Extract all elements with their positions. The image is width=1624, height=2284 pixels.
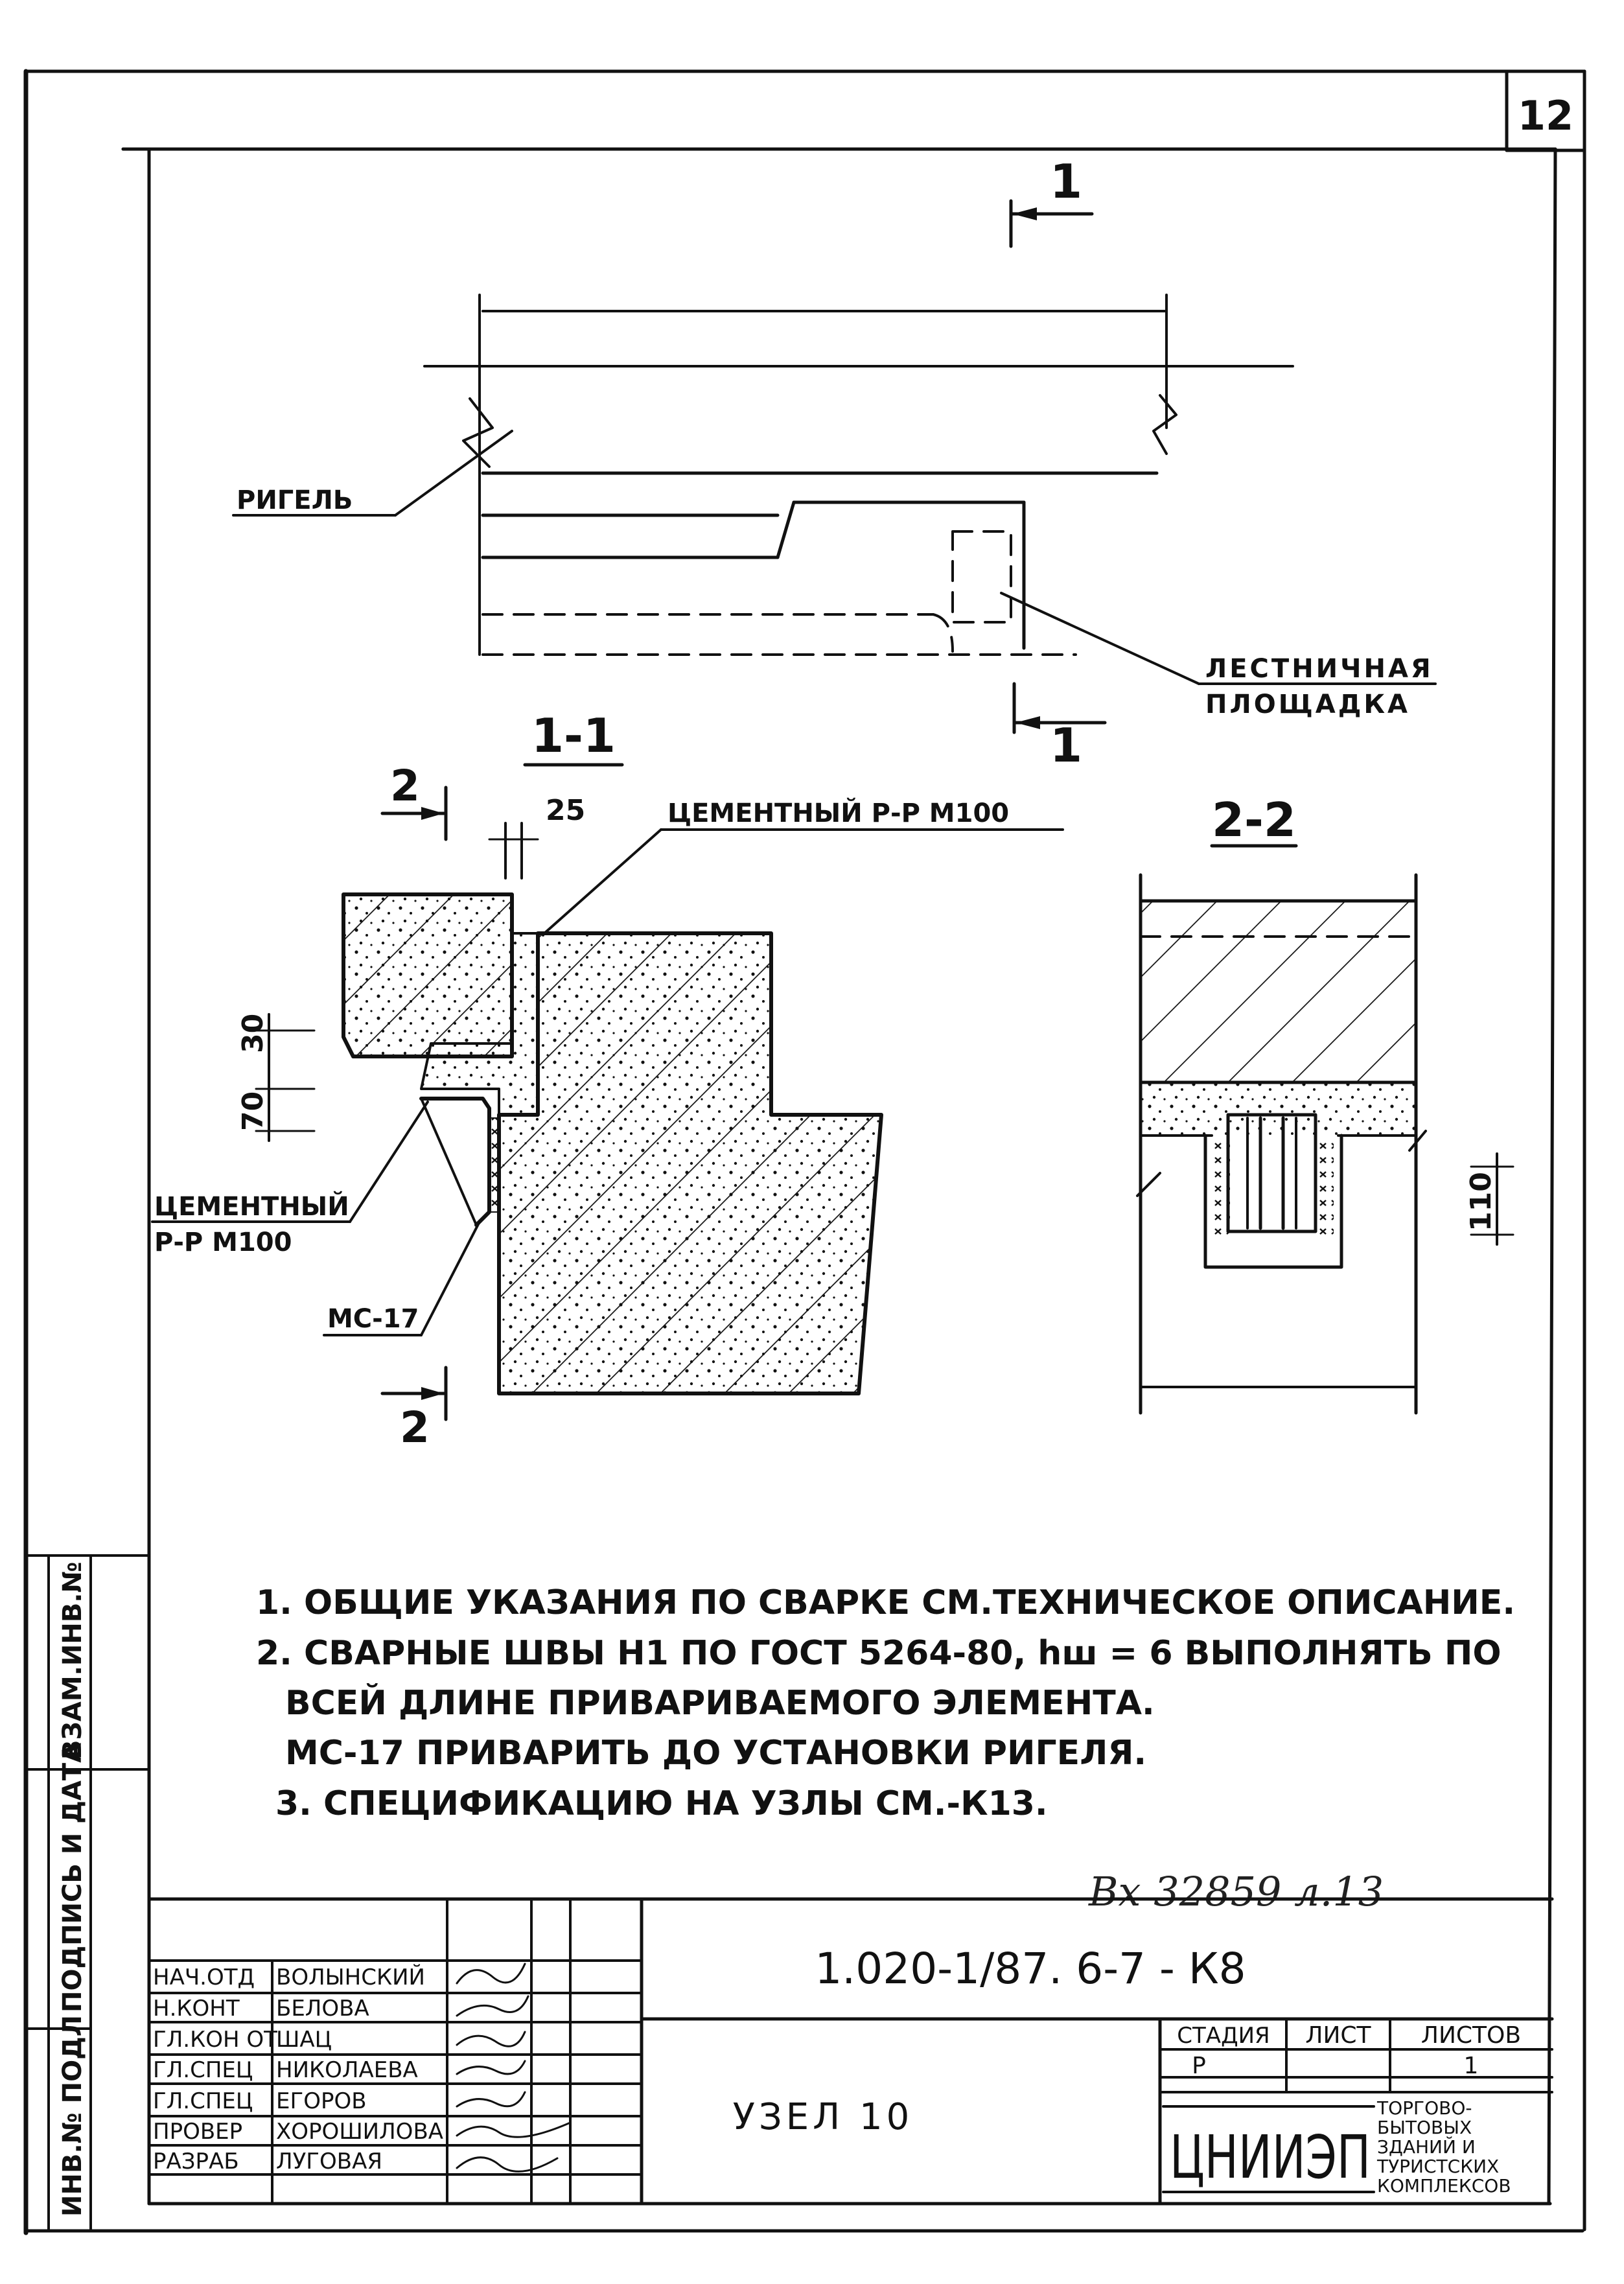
- label-mortar-left-line1: ЦЕМЕНТНЫЙ: [154, 1191, 349, 1222]
- sheets-header: ЛИСТОВ: [1421, 2022, 1521, 2049]
- label-landing-line1: ЛЕСТНИЧНАЯ: [1205, 654, 1433, 684]
- left-margin-stamp: [25, 1554, 150, 2231]
- role-5: ПРОВЕР: [153, 2119, 242, 2145]
- org-desc-1: ТОРГОВО-: [1376, 2097, 1472, 2119]
- dim-70: 70: [237, 1091, 270, 1131]
- cut-mark-2-top: 2: [390, 761, 420, 811]
- org-logo: ЦНИИЭП: [1170, 2123, 1371, 2192]
- plan-view: [232, 199, 1437, 734]
- note-2-mc17: МС-17 ПРИВАРИТЬ ДО УСТАНОВКИ РИГЕЛЯ.: [285, 1734, 1146, 1773]
- role-6-name: ЛУГОВАЯ: [276, 2149, 382, 2174]
- sheet-header: ЛИСТ: [1305, 2022, 1371, 2049]
- label-mc17: МС-17: [327, 1304, 419, 1334]
- sheet-frame: [23, 69, 1586, 2235]
- role-4-name: ЕГОРОВ: [276, 2088, 367, 2114]
- note-2: 2. СВАРНЫЕ ШВЫ Н1 ПО ГОСТ 5264-80, hш = …: [256, 1634, 1502, 1673]
- plan-section-mark-bottom: 1: [1050, 718, 1082, 773]
- stamp-inv-original: ИНВ.№ ПОДЛ: [58, 2015, 87, 2217]
- cut-mark-2-bottom: 2: [400, 1403, 430, 1452]
- section-2-2: [1136, 844, 1514, 1415]
- role-5-name: ХОРОШИЛОВА: [276, 2119, 443, 2145]
- label-rigel: РИГЕЛЬ: [237, 485, 353, 515]
- section-2-2-title: 2-2: [1212, 793, 1296, 847]
- stamp-replaced-inv: ВЗАМ.ИНВ.№: [58, 1561, 87, 1760]
- org-desc-4: ТУРИСТСКИХ: [1376, 2156, 1499, 2177]
- stamp-signature-date: ПОДПИСЬ И ДАТА: [58, 1743, 87, 2012]
- org-desc-5: КОМПЛЕКСОВ: [1377, 2175, 1511, 2197]
- sheet-value: 1: [1464, 2053, 1479, 2079]
- role-3-name: НИКОЛАЕВА: [276, 2057, 418, 2083]
- section-1-1: [151, 763, 1064, 1421]
- title-block: [147, 1897, 1554, 2206]
- label-mortar-top: ЦЕМЕНТНЫЙ Р-Р М100: [667, 797, 1009, 828]
- section-1-1-title: 1-1: [531, 708, 616, 763]
- plan-section-mark-top: 1: [1050, 154, 1082, 209]
- role-1: Н.КОНТ: [153, 1996, 240, 2022]
- stage-value: Р: [1192, 2053, 1206, 2079]
- org-desc-3: ЗДАНИЙ И: [1377, 2136, 1476, 2158]
- dim-30: 30: [237, 1014, 270, 1053]
- drawing-name: УЗЕЛ 10: [733, 2096, 914, 2138]
- archive-note: Вх 32859 л.13: [1088, 1868, 1384, 1915]
- role-6: РАЗРАБ: [153, 2149, 239, 2174]
- note-2-cont: ВСЕЙ ДЛИНЕ ПРИВАРИВАЕМОГО ЭЛЕМЕНТА.: [285, 1683, 1155, 1723]
- label-mortar-left-line2: Р-Р М100: [154, 1228, 292, 1257]
- note-1: 1. ОБЩИЕ УКАЗАНИЯ ПО СВАРКЕ СМ.ТЕХНИЧЕСК…: [256, 1583, 1515, 1622]
- role-2: ГЛ.КОН ОТ: [153, 2027, 277, 2053]
- general-notes: 1. ОБЩИЕ УКАЗАНИЯ ПО СВАРКЕ СМ.ТЕХНИЧЕСК…: [256, 1583, 1515, 1823]
- sheet-number: 12: [1518, 92, 1573, 139]
- role-0: НАЧ.ОТД: [153, 1964, 255, 1990]
- label-landing-line2: ПЛОЩАДКА: [1205, 690, 1410, 719]
- role-0-name: ВОЛЫНСКИЙ: [276, 1964, 425, 1990]
- role-2-name: ШАЦ: [276, 2027, 332, 2053]
- document-code: 1.020-1/87. 6-7 - К8: [815, 1944, 1246, 1994]
- dim-25: 25: [546, 794, 585, 827]
- role-1-name: БЕЛОВА: [276, 1996, 369, 2022]
- org-desc-2: БЫТОВЫХ: [1377, 2117, 1472, 2138]
- role-3: ГЛ.СПЕЦ: [153, 2057, 253, 2083]
- note-3: 3. СПЕЦИФИКАЦИЮ НА УЗЛЫ СМ.-К13.: [275, 1784, 1048, 1823]
- dim-110: 110: [1465, 1172, 1498, 1231]
- stage-header: СТАДИЯ: [1177, 2023, 1270, 2049]
- role-4: ГЛ.СПЕЦ: [153, 2088, 253, 2114]
